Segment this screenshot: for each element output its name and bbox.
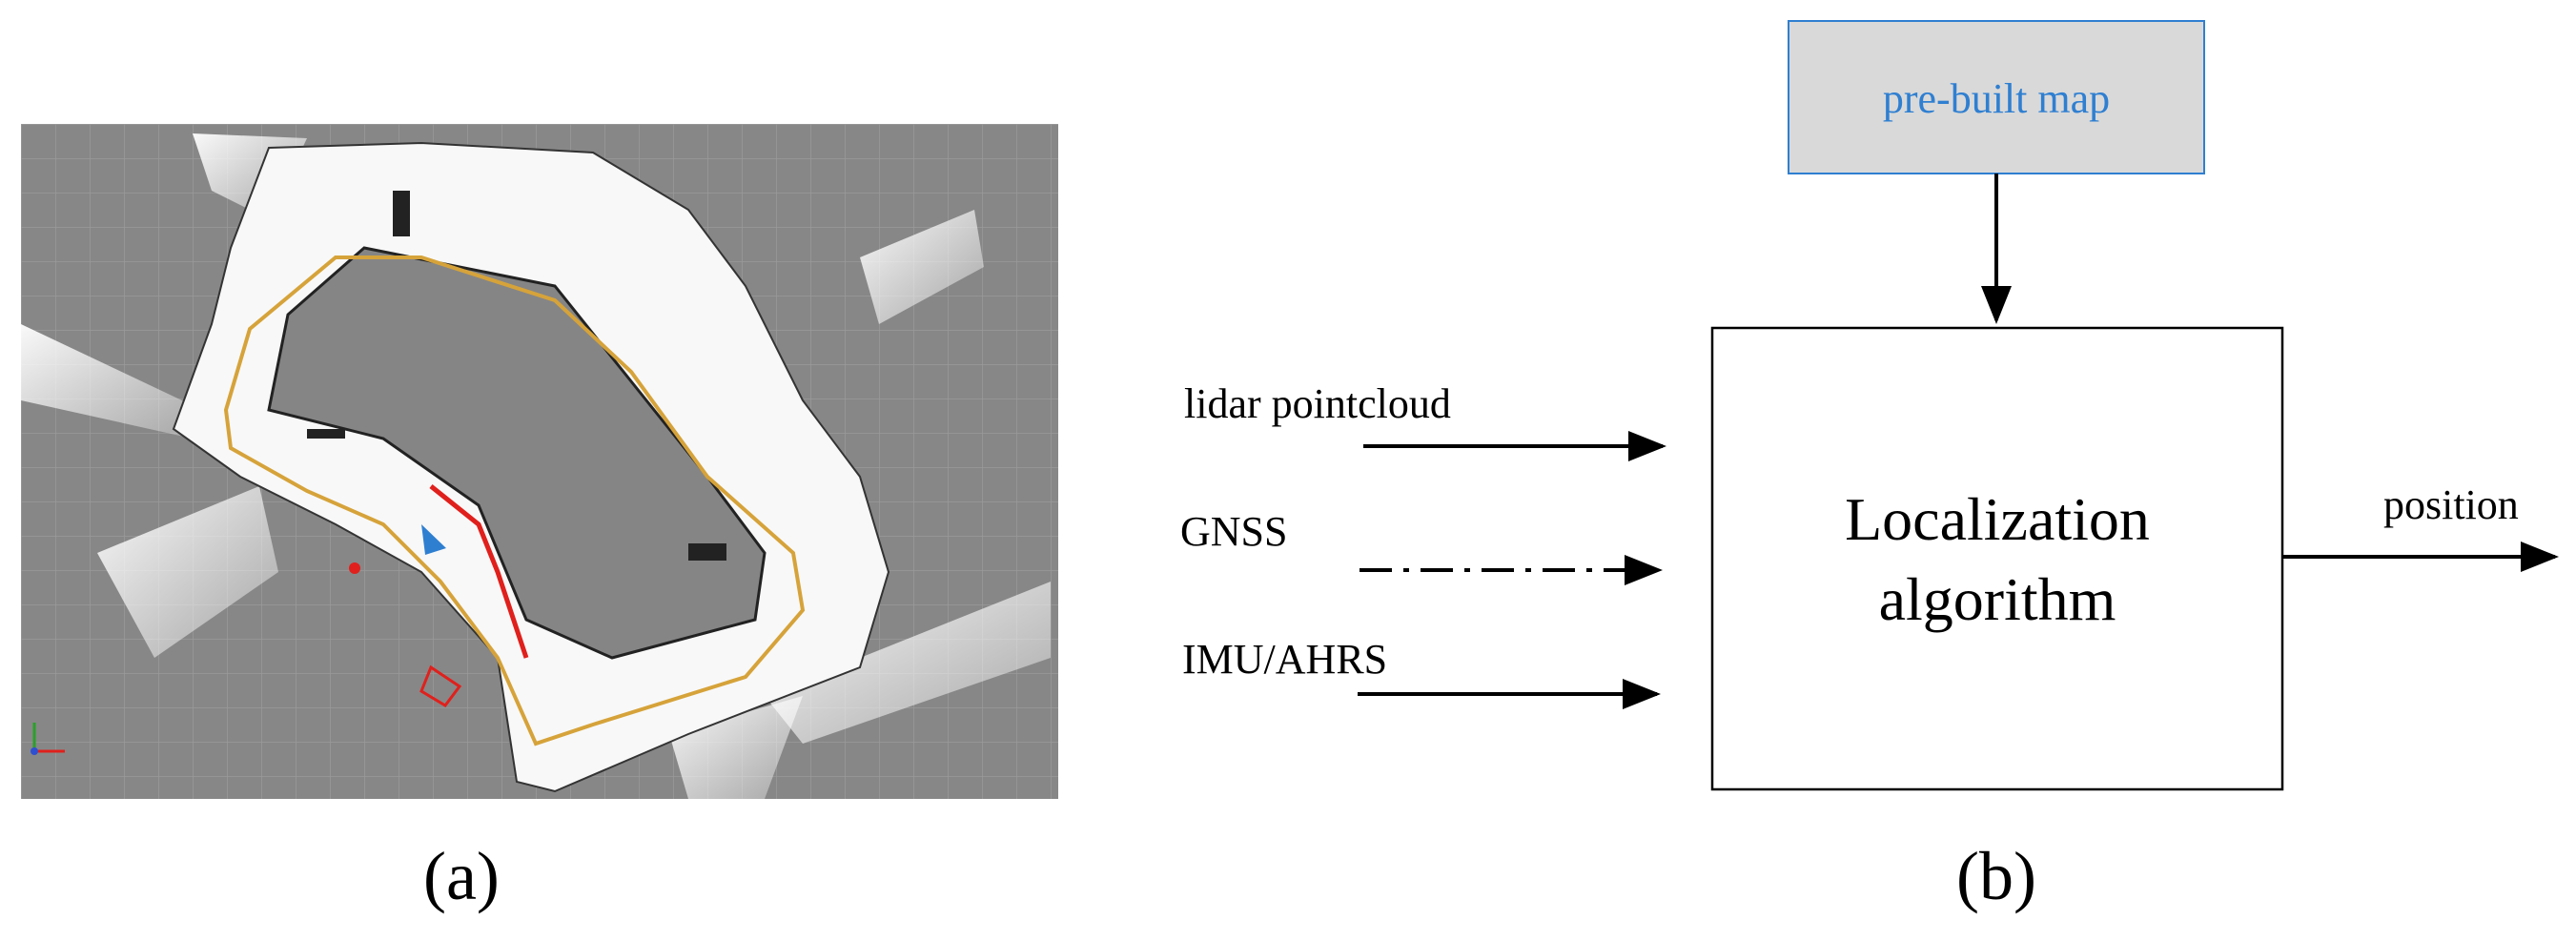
red-scan xyxy=(429,484,529,659)
caption-b: (b) xyxy=(1956,838,2036,914)
caption-a: (a) xyxy=(423,838,500,914)
output-label-position: position xyxy=(2383,481,2519,528)
robot-pose-arrow xyxy=(421,524,446,555)
algorithm-label-line1: Localization xyxy=(1845,485,2150,553)
axis-origin xyxy=(31,747,38,755)
pre-built-map-label: pre-built map xyxy=(1883,75,2110,122)
scan-streak xyxy=(765,582,1051,744)
scan-streak xyxy=(97,486,278,658)
algorithm-label-line2: algorithm xyxy=(1879,565,2116,633)
wall xyxy=(688,543,726,561)
pre-built-map-box xyxy=(1788,20,2205,174)
input-label-gnss: GNSS xyxy=(1180,508,1288,555)
input-label-imu: IMU/AHRS xyxy=(1182,636,1387,683)
scan-streak xyxy=(860,210,984,324)
wall xyxy=(307,429,345,439)
courtyard xyxy=(267,246,767,660)
wall xyxy=(393,191,410,236)
scan-streak xyxy=(21,324,202,439)
red-scan xyxy=(349,562,360,574)
input-label-lidar: lidar pointcloud xyxy=(1184,380,1451,427)
trajectory xyxy=(223,255,806,746)
localization-algorithm-box xyxy=(1710,326,2284,791)
red-scan xyxy=(419,664,462,707)
scan-streak xyxy=(669,696,803,799)
lidar-map-image xyxy=(21,124,1058,799)
